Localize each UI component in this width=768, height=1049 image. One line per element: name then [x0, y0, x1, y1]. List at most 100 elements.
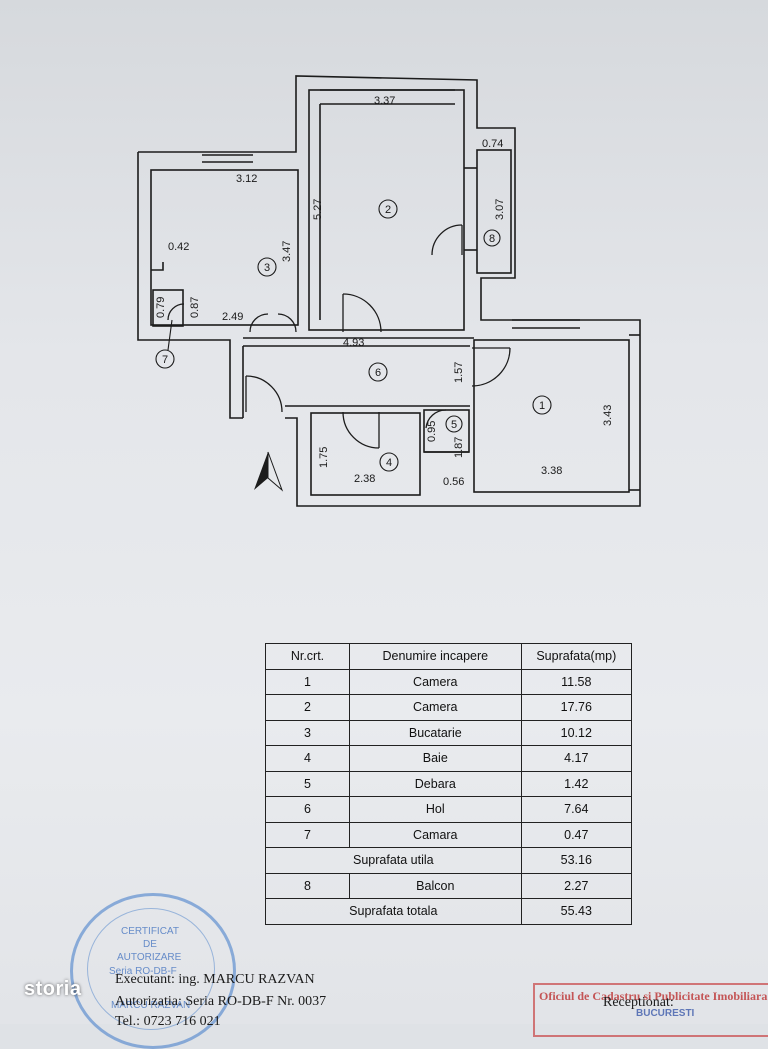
storia-watermark-logo: storia: [24, 978, 82, 1000]
room-marker-5: [445, 415, 463, 433]
room-number-7: 7: [162, 354, 168, 366]
dim-079: 0.79: [155, 297, 167, 318]
door-arc-kitchen-b: [277, 313, 297, 333]
cell-nr: 2: [265, 694, 350, 721]
outer-wall-left: [137, 152, 243, 419]
cell-area: 0.47: [520, 821, 633, 848]
stamp-line-5: MARCU RAZVAN: [111, 1000, 191, 1011]
table-row: 5 Debara 1.42: [265, 770, 633, 797]
cell-nr: 6: [265, 796, 350, 823]
door-arc-room2: [431, 224, 463, 256]
stamp-line-1: CERTIFICAT: [121, 926, 179, 937]
room-marker-3: [257, 257, 277, 277]
room-7-leader: [167, 319, 173, 351]
room-marker-4: [379, 452, 399, 472]
cell-area: 1.42: [520, 770, 633, 797]
room-number-8: 8: [489, 233, 495, 245]
receptionat-label: Receptionat:: [603, 995, 674, 1010]
dim-095: 0.95: [426, 421, 438, 442]
table-row: 3 Bucatarie 10.12: [265, 719, 633, 746]
dim-337: 3.37: [374, 95, 395, 107]
door-arc-pantry: [167, 303, 185, 321]
room-number-6: 6: [375, 367, 381, 379]
room-number-5: 5: [451, 419, 457, 431]
pantry-step: [151, 262, 164, 271]
cell-name: Camara: [348, 821, 522, 848]
phone-line: Tel.: 0723 716 021: [115, 1014, 221, 1029]
dimension-labels: 3.37 0.74 5.27 3.07 3.12 0.42 3.47 0.79 …: [155, 95, 614, 488]
dim-312: 3.12: [236, 173, 257, 185]
header-area: Suprafata(mp): [520, 643, 633, 670]
total-area-label: Suprafata totala: [265, 898, 522, 925]
doors: [167, 224, 511, 449]
dim-338: 3.38: [541, 465, 562, 477]
cell-nr: 3: [265, 719, 350, 746]
dim-238: 2.38: [354, 473, 375, 485]
cell-area: 10.12: [520, 719, 633, 746]
room-number-2: 2: [385, 204, 391, 216]
header-nr: Nr.crt.: [265, 643, 350, 670]
ocpi-city: BUCURESTI: [636, 1008, 695, 1019]
room-7-inner: [152, 289, 184, 327]
dim-074: 0.74: [482, 138, 503, 150]
table-header-row: Nr.crt. Denumire incapere Suprafata(mp): [265, 643, 633, 670]
dim-056: 0.56: [443, 476, 464, 488]
walls: [137, 75, 641, 507]
dim-343: 3.43: [602, 405, 614, 426]
room-1-inner: [473, 339, 630, 493]
room-marker-7: [155, 349, 175, 369]
stamp-line-4: Seria RO-DB-F: [109, 966, 177, 977]
room-number-1: 1: [539, 400, 545, 412]
cell-name: Camera: [348, 694, 522, 721]
dim-042: 0.42: [168, 241, 189, 253]
table-row: 1 Camera 11.58: [265, 668, 633, 695]
cell-name: Hol: [348, 796, 522, 823]
door-arc-room1: [471, 347, 511, 387]
cell-name: Debara: [348, 770, 522, 797]
cell-name: Baie: [348, 745, 522, 772]
cell-nr: 4: [265, 745, 350, 772]
cell-area: 7.64: [520, 796, 633, 823]
room-marker-1: [532, 395, 552, 415]
room-number-4: 4: [386, 457, 392, 469]
stamp-line-2: DE: [143, 939, 157, 950]
dim-347: 3.47: [281, 241, 293, 262]
door-arc-hall-room2: [342, 293, 382, 333]
cell-name: Camera: [348, 668, 522, 695]
table-row: 4 Baie 4.17: [265, 745, 633, 772]
dim-175: 1.75: [318, 447, 330, 468]
area-table: Nr.crt. Denumire incapere Suprafata(mp) …: [265, 643, 633, 925]
header-name: Denumire incapere: [348, 643, 522, 670]
useful-area-row: Suprafata utila 53.16: [265, 847, 633, 874]
cell-area: 11.58: [520, 668, 633, 695]
table-row: 2 Camera 17.76: [265, 694, 633, 721]
room-numbers: 1 2 3 4 5 6 7 8: [162, 204, 545, 469]
room-markers: [155, 199, 552, 472]
balcony-row: 8 Balcon 2.27: [265, 872, 633, 899]
door-arc-storage: [425, 409, 447, 429]
room-3-inner: [150, 169, 299, 326]
door-arc-kitchen-a: [249, 313, 269, 333]
cell-area: 17.76: [520, 694, 633, 721]
useful-area-label: Suprafata utila: [265, 847, 522, 874]
ocpi-text: Oficiul de Cadastru si Publicitate Imobi…: [539, 989, 768, 1003]
door-arc-entry: [245, 375, 283, 413]
dim-493: 4.93: [343, 337, 364, 349]
cell-name: Bucatarie: [348, 719, 522, 746]
room-8-inner: [476, 149, 512, 274]
room-marker-6: [368, 362, 388, 382]
table-row: 7 Camara 0.47: [265, 821, 633, 848]
cell-name: Balcon: [348, 872, 522, 899]
floor-plan: 1 2 3 4 5 6 7 8 3.37 0.74 5.27 3.07 3.12…: [137, 75, 641, 507]
executant-line: Executant: ing. MARCU RAZVAN: [115, 972, 315, 987]
useful-area-value: 53.16: [520, 847, 633, 874]
room-number-3: 3: [264, 262, 270, 274]
total-area-value: 55.43: [520, 898, 633, 925]
door-arc-bath: [342, 411, 380, 449]
cell-nr: 8: [265, 872, 350, 899]
room-marker-8: [483, 229, 501, 247]
dim-249: 2.49: [222, 311, 243, 323]
table-row: 6 Hol 7.64: [265, 796, 633, 823]
cell-area: 2.27: [520, 872, 633, 899]
